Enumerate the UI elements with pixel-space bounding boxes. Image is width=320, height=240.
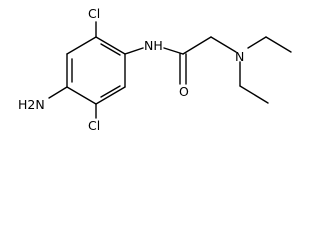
bond-ethyl-lower-2 <box>239 85 269 104</box>
atom-amide-nh: NH <box>144 38 163 53</box>
atom-amino-group: H2N <box>18 97 45 112</box>
bonds <box>48 21 292 119</box>
atom-carbonyl-o: O <box>179 84 189 99</box>
ring-bond-6 <box>66 36 97 55</box>
atom-amine-n: N <box>235 49 244 64</box>
bond-ethyl-upper-2 <box>265 36 292 53</box>
bond-nh-carbonyl <box>163 47 184 55</box>
chemical-structure: Cl Cl NH N O H2N <box>18 6 292 133</box>
bond-n-ethyl-upper-1 <box>247 36 267 49</box>
ring-bond-1 <box>95 36 126 55</box>
atom-labels: Cl Cl NH N O H2N <box>18 6 244 133</box>
atom-cl-top: Cl <box>88 6 100 21</box>
bond-carbonyl-ch2 <box>182 36 212 55</box>
ring-bond-4 <box>66 86 97 105</box>
bond-ch2-n <box>210 36 237 53</box>
ring-double-bond-inner-2 <box>100 85 121 98</box>
bond-ring-amino <box>48 86 68 99</box>
bond-ring-nh <box>124 47 144 55</box>
ring-double-bond-inner-1 <box>100 43 121 56</box>
ring-bond-3 <box>95 86 126 105</box>
atom-cl-bottom: Cl <box>88 118 100 133</box>
